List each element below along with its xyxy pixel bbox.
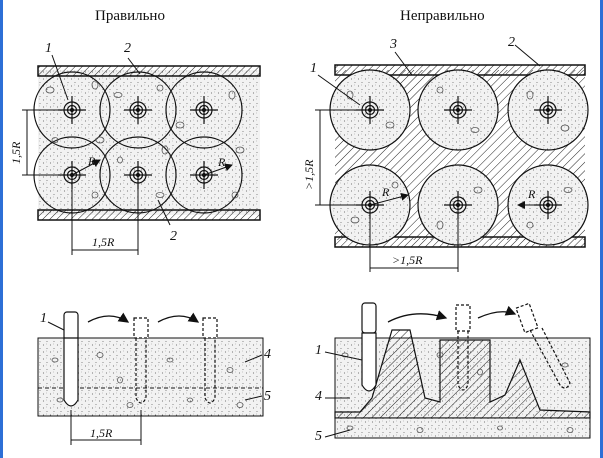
vibrator-2-correct — [133, 317, 149, 404]
label-r-correct-1: R — [87, 154, 96, 168]
unvibrated-zone — [334, 329, 591, 419]
right-frame-edge — [600, 0, 603, 458]
dim-gt-1-5r-horizontal: >1,5R — [392, 253, 423, 267]
vibrator-1-incorrect — [361, 302, 377, 392]
move-arrow-correct-1 — [87, 312, 130, 323]
label-5-section-incorrect: 5 — [315, 429, 322, 444]
label-r-incorrect-2: R — [527, 187, 536, 201]
correct-plan: 1 2 2 R R 1,5R 1,5R — [9, 41, 261, 255]
leaders-section-incorrect — [324, 351, 363, 438]
label-3-plan-incorrect: 3 — [389, 37, 397, 52]
label-2-plan-correct-top: 2 — [124, 41, 131, 56]
label-1-plan-correct: 1 — [45, 41, 52, 56]
incorrect-section: 1 4 5 — [315, 302, 591, 444]
vibrator-2-incorrect — [455, 304, 471, 391]
dim-1-5r-vertical: 1,5R — [9, 141, 23, 164]
dim-1-5r-horizontal-top: 1,5R — [92, 235, 115, 249]
dimensions-section-correct — [47, 321, 263, 445]
formwork-top-correct — [37, 65, 261, 77]
formwork-bottom-correct — [37, 209, 261, 221]
label-4-section-incorrect: 4 — [315, 389, 322, 404]
vibrator-1-correct — [63, 311, 79, 407]
label-2-plan-correct-bottom: 2 — [170, 229, 177, 244]
move-arrow-incorrect-1 — [387, 310, 448, 323]
title-incorrect: Неправильно — [400, 8, 485, 24]
label-4-section-correct: 4 — [264, 347, 271, 362]
dim-gt-1-5r-vertical: >1,5R — [302, 159, 316, 190]
label-r-correct-2: R — [217, 155, 226, 169]
label-1-section-correct: 1 — [40, 311, 47, 326]
label-5-section-correct: 5 — [264, 389, 271, 404]
dim-1-5r-horizontal-bottom: 1,5R — [90, 426, 113, 440]
aggregate-correct — [45, 80, 245, 199]
title-correct: Правильно — [95, 8, 165, 24]
radius-lines-incorrect — [369, 192, 548, 209]
vibrator-3-incorrect — [515, 302, 571, 389]
vibrator-3-correct — [202, 317, 218, 404]
aggregate-incorrect — [346, 86, 573, 230]
move-arrow-incorrect-2 — [477, 305, 517, 319]
dimensions-correct — [22, 109, 139, 255]
label-2-plan-incorrect: 2 — [508, 35, 515, 50]
incorrect-plan: 1 3 2 R R >1,5R >1,5R — [302, 35, 589, 272]
label-1-plan-incorrect: 1 — [310, 61, 317, 76]
label-r-incorrect-1: R — [381, 185, 390, 199]
dimensions-incorrect — [315, 109, 459, 272]
label-1-section-incorrect: 1 — [315, 343, 322, 358]
left-frame-edge — [0, 0, 3, 458]
aggregate-section-correct — [51, 352, 244, 408]
radius-lines-correct — [71, 159, 233, 176]
correct-section: 1 4 5 1,5R — [37, 311, 271, 445]
move-arrow-correct-2 — [157, 312, 200, 323]
